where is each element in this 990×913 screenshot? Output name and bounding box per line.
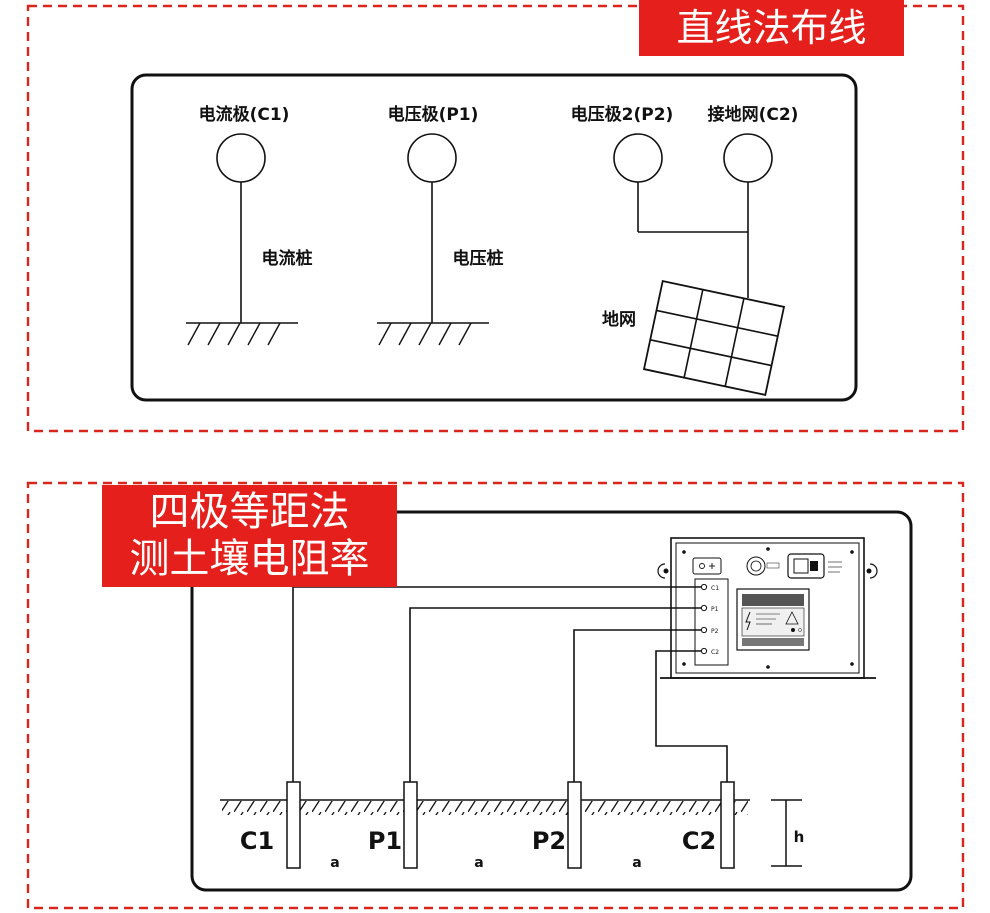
electrode-circle-p2 <box>613 133 663 183</box>
wire-c2 <box>655 650 728 783</box>
terminal-p1 <box>700 604 708 612</box>
electrode-circle-p1 <box>407 133 457 183</box>
probe-label-c1: C1 <box>240 827 274 855</box>
terminal-p2 <box>700 626 708 634</box>
depth-label-h: h <box>794 828 805 846</box>
depth-indicator <box>771 799 802 867</box>
terminal-c1 <box>700 583 708 591</box>
terminal-label-p2: P2 <box>711 628 719 635</box>
probe-label-c2: C2 <box>682 827 716 855</box>
terminal-c2 <box>700 647 708 655</box>
top-title-tag: 直线法布线 <box>639 0 904 56</box>
label-grounding-grid-c2: 接地网(C2) <box>708 104 799 125</box>
top-section-frame <box>26 4 965 433</box>
wire-c1 <box>292 586 701 783</box>
bottom-title-line-2: 测土壤电阻率 <box>129 536 370 582</box>
ground-surface <box>220 799 750 815</box>
resistivity-tester-instrument <box>657 537 878 679</box>
bottom-inner-panel <box>190 510 913 892</box>
terminal-strip: C1 P1 P2 C2 <box>700 583 719 656</box>
probe-c1 <box>286 781 301 869</box>
top-inner-panel <box>130 73 858 402</box>
bottom-title-tag: 四极等距法 测土壤电阻率 <box>102 485 397 587</box>
label-voltage-stake: 电压桩 <box>453 248 504 269</box>
wire-p1 <box>409 607 701 783</box>
label-current-electrode-c1: 电流极(C1) <box>199 104 290 125</box>
terminal-label-c1: C1 <box>711 585 719 592</box>
label-voltage-electrode-p1: 电压极(P1) <box>388 104 479 125</box>
terminal-label-p1: P1 <box>711 606 719 613</box>
probe-label-p1: P1 <box>368 827 402 855</box>
bottom-section-frame <box>26 481 965 910</box>
electrode-circle-c2 <box>723 133 773 183</box>
p2-c2-wiring <box>637 182 749 298</box>
label-voltage-electrode-p2: 电压极2(P2) <box>571 104 674 125</box>
probe-c2 <box>720 781 735 869</box>
label-current-stake: 电流桩 <box>262 248 313 269</box>
bottom-title-line-1: 四极等距法 <box>149 489 350 535</box>
spacing-label-3: a <box>632 855 641 871</box>
spacing-label-1: a <box>330 855 339 871</box>
wire-p2 <box>573 629 701 783</box>
probe-p2 <box>567 781 582 869</box>
ground-symbol-middle <box>377 322 489 346</box>
electrode-circle-c1 <box>216 133 266 183</box>
spacing-label-2: a <box>474 855 483 871</box>
measurement-wires <box>292 586 728 783</box>
probe-p1 <box>403 781 418 869</box>
ground-grid-mesh <box>642 280 786 396</box>
ground-symbol-left <box>186 322 298 346</box>
label-ground-grid: 地网 <box>602 309 636 330</box>
probe-label-p2: P2 <box>532 827 566 855</box>
terminal-label-c2: C2 <box>711 649 719 656</box>
top-title: 直线法布线 <box>676 6 867 50</box>
